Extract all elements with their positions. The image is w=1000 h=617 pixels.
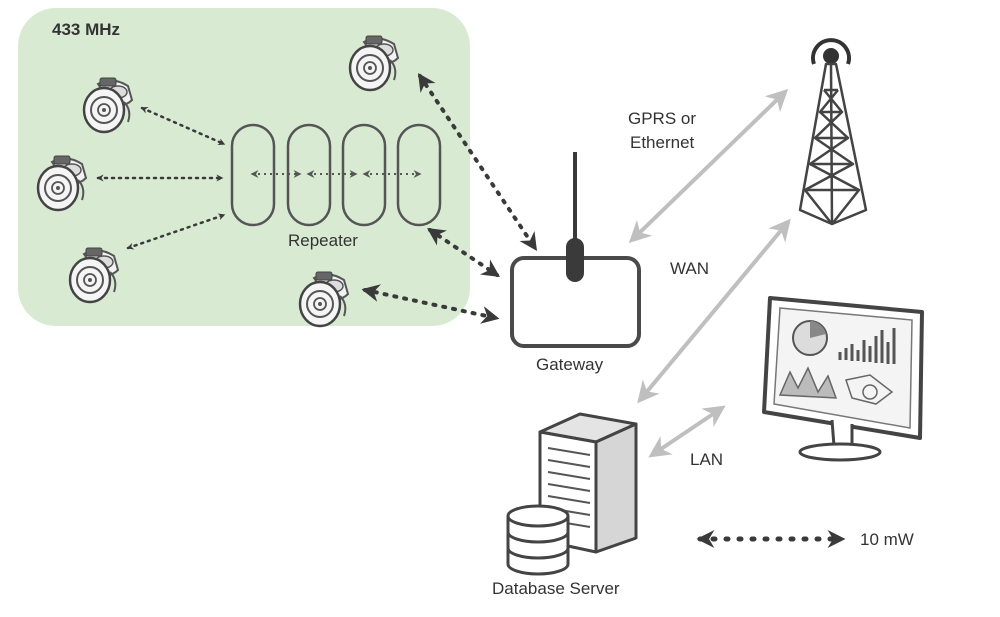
database-icon [506, 504, 570, 576]
legend-power-label: 10 mW [860, 530, 914, 549]
wan-label: WAN [670, 259, 709, 278]
gateway-icon [510, 152, 641, 348]
gateway-label: Gateway [536, 355, 604, 374]
lan-label: LAN [690, 450, 723, 469]
zone-label: 433 MHz [52, 20, 120, 39]
cell-tower-icon [798, 38, 868, 226]
repeater-label: Repeater [288, 231, 358, 250]
gprs-label-line2: Ethernet [630, 133, 695, 152]
gprs-label-line1: GPRS or [628, 109, 696, 128]
database-server-label: Database Server [492, 579, 620, 598]
network-links [628, 88, 791, 458]
radio-links [96, 106, 226, 250]
gateway-radio-links [361, 73, 538, 324]
monitor-icon [762, 296, 924, 462]
server-icon [538, 412, 638, 554]
